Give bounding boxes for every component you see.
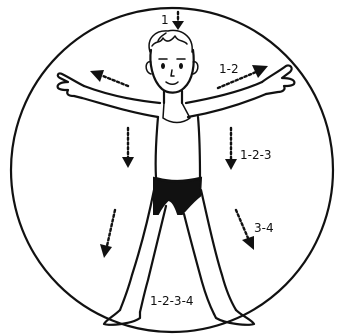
- left-arm: [82, 86, 160, 117]
- left-eye: [161, 63, 165, 69]
- label-right-body: 1-2-3: [240, 148, 272, 162]
- movement-arrows: [90, 12, 268, 258]
- right-body-arrow: [225, 128, 237, 170]
- mouth: [166, 82, 178, 84]
- hair: [149, 30, 192, 52]
- torso: [156, 117, 200, 181]
- right-hand: [262, 65, 294, 94]
- shorts: [154, 178, 201, 214]
- label-right-leg: 3-4: [254, 221, 274, 235]
- right-eye: [179, 63, 183, 69]
- nose: [171, 70, 174, 76]
- left-leg-arrow: [100, 210, 115, 258]
- right-leg-arrow: [236, 210, 254, 250]
- outer-circle: [11, 8, 333, 332]
- top-arrow: [172, 12, 184, 30]
- tank-top-straps: [163, 103, 190, 123]
- left-arm-arrow: [90, 70, 128, 86]
- left-body-arrow: [122, 128, 134, 168]
- left-foot: [104, 310, 140, 325]
- label-bottom: 1-2-3-4: [150, 294, 194, 308]
- label-right-arm: 1-2: [219, 62, 239, 76]
- label-top: 1: [161, 13, 169, 27]
- left-hand: [58, 73, 84, 98]
- right-arm: [186, 82, 266, 117]
